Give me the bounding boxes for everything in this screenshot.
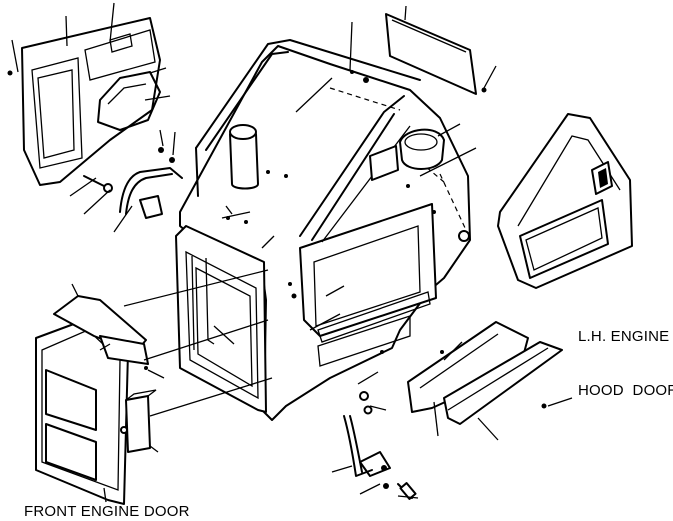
front-door-brackets <box>53 269 273 453</box>
front-engine-door <box>35 317 129 505</box>
lh-engine-hood-door-label: L.H. ENGINE HOOD DOOR <box>578 292 673 418</box>
top-cover-plate <box>385 5 497 95</box>
lh-engine-hood-door-label-line2: HOOD DOOR <box>578 382 673 399</box>
lower-right-covers <box>309 313 573 441</box>
lh-engine-hood-door-label-line1: L.H. ENGINE <box>578 328 670 345</box>
lower-latch-assembly <box>331 371 419 500</box>
front-engine-door-label: FRONT ENGINE DOOR <box>24 503 190 520</box>
upper-latch-assembly <box>69 129 183 233</box>
lh-engine-hood-door <box>497 113 633 289</box>
main-hood-frame <box>175 21 477 421</box>
upper-left-panel <box>7 2 171 186</box>
